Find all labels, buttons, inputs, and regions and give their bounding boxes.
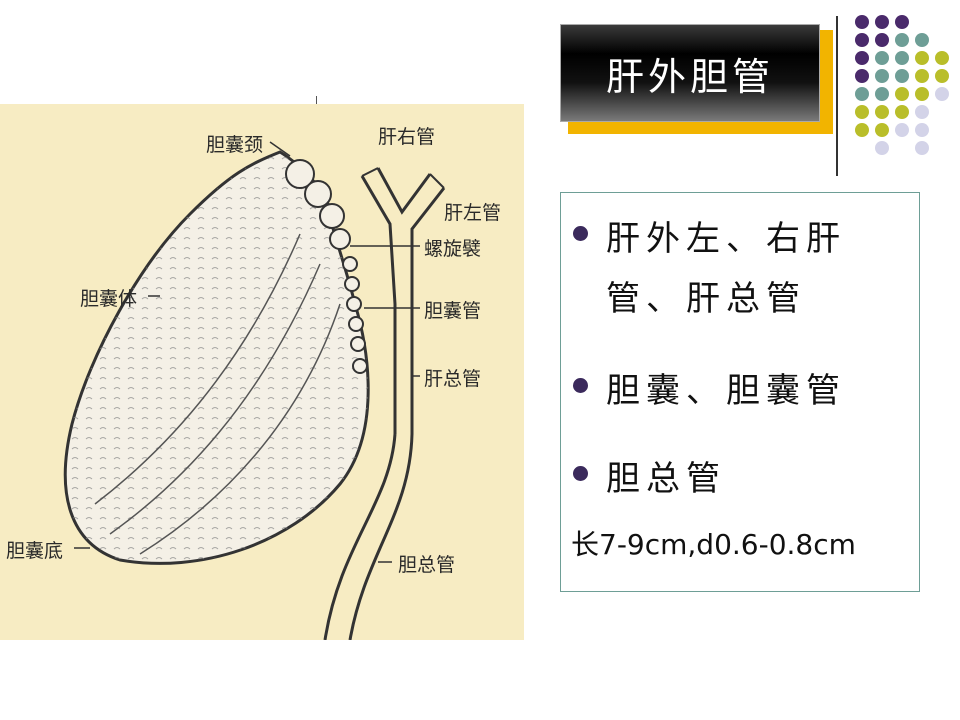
dot [895,15,909,29]
label-common-bile-duct: 胆总管 [398,554,456,576]
dot [915,33,929,47]
label-gallbladder-body: 胆囊体 [80,288,138,310]
dot [935,69,949,83]
divider-line [836,16,838,176]
dot [895,105,909,119]
label-gallbladder-fundus: 胆囊底 [6,540,64,562]
dot [935,87,949,101]
dot [935,51,949,65]
dot [915,141,929,155]
dot [875,105,889,119]
bullet-dot-icon [573,466,588,481]
gallbladder-figure: 胆囊颈 肝右管 肝左管 螺旋襞 胆囊管 肝总管 胆囊体 胆囊底 胆总管 [0,104,524,640]
dot [895,51,909,65]
figure-tick-mark [316,96,317,106]
bullet-text: 胆囊、胆囊管 [606,371,846,411]
bullet-item: 肝外左、右肝管、肝总管 [573,209,896,329]
dot [875,141,889,155]
dot [875,123,889,137]
dot [915,87,929,101]
dot [895,123,909,137]
dot [855,123,869,137]
dot [855,69,869,83]
bullet-dot-icon [573,226,588,241]
label-spiral-fold: 螺旋襞 [424,238,482,260]
dot [875,51,889,65]
bullet-item: 胆囊、胆囊管 [573,361,896,421]
dot [855,87,869,101]
bullet-dot-icon [573,378,588,393]
dot [915,105,929,119]
dot [875,33,889,47]
dot [855,33,869,47]
dot [855,15,869,29]
dot [875,15,889,29]
label-cystic-duct: 胆囊管 [424,300,482,322]
dot [895,69,909,83]
label-left-hepatic-duct: 肝左管 [444,202,502,224]
bullet-item: 胆总管 [573,449,896,509]
dot [895,87,909,101]
label-right-hepatic-duct: 肝右管 [378,126,436,148]
title-box: 肝外胆管 [560,24,820,122]
dot [875,87,889,101]
dot [855,51,869,65]
bullet-text: 肝外左、右肝管、肝总管 [606,219,846,319]
dot [915,51,929,65]
dot [915,69,929,83]
slide-title: 肝外胆管 [605,54,774,99]
length-note: 长7-9cm,d0.6-0.8cm [571,528,856,561]
content-box: 肝外左、右肝管、肝总管 胆囊、胆囊管 胆总管 长7-9cm,d0.6-0.8cm [560,192,920,592]
label-gallbladder-neck: 胆囊颈 [206,134,264,156]
bullet-text: 胆总管 [606,459,726,499]
dot [875,69,889,83]
gallbladder-illustration [63,141,446,640]
label-common-hepatic-duct: 肝总管 [424,368,482,390]
dot [915,123,929,137]
dot [855,105,869,119]
dot [895,33,909,47]
